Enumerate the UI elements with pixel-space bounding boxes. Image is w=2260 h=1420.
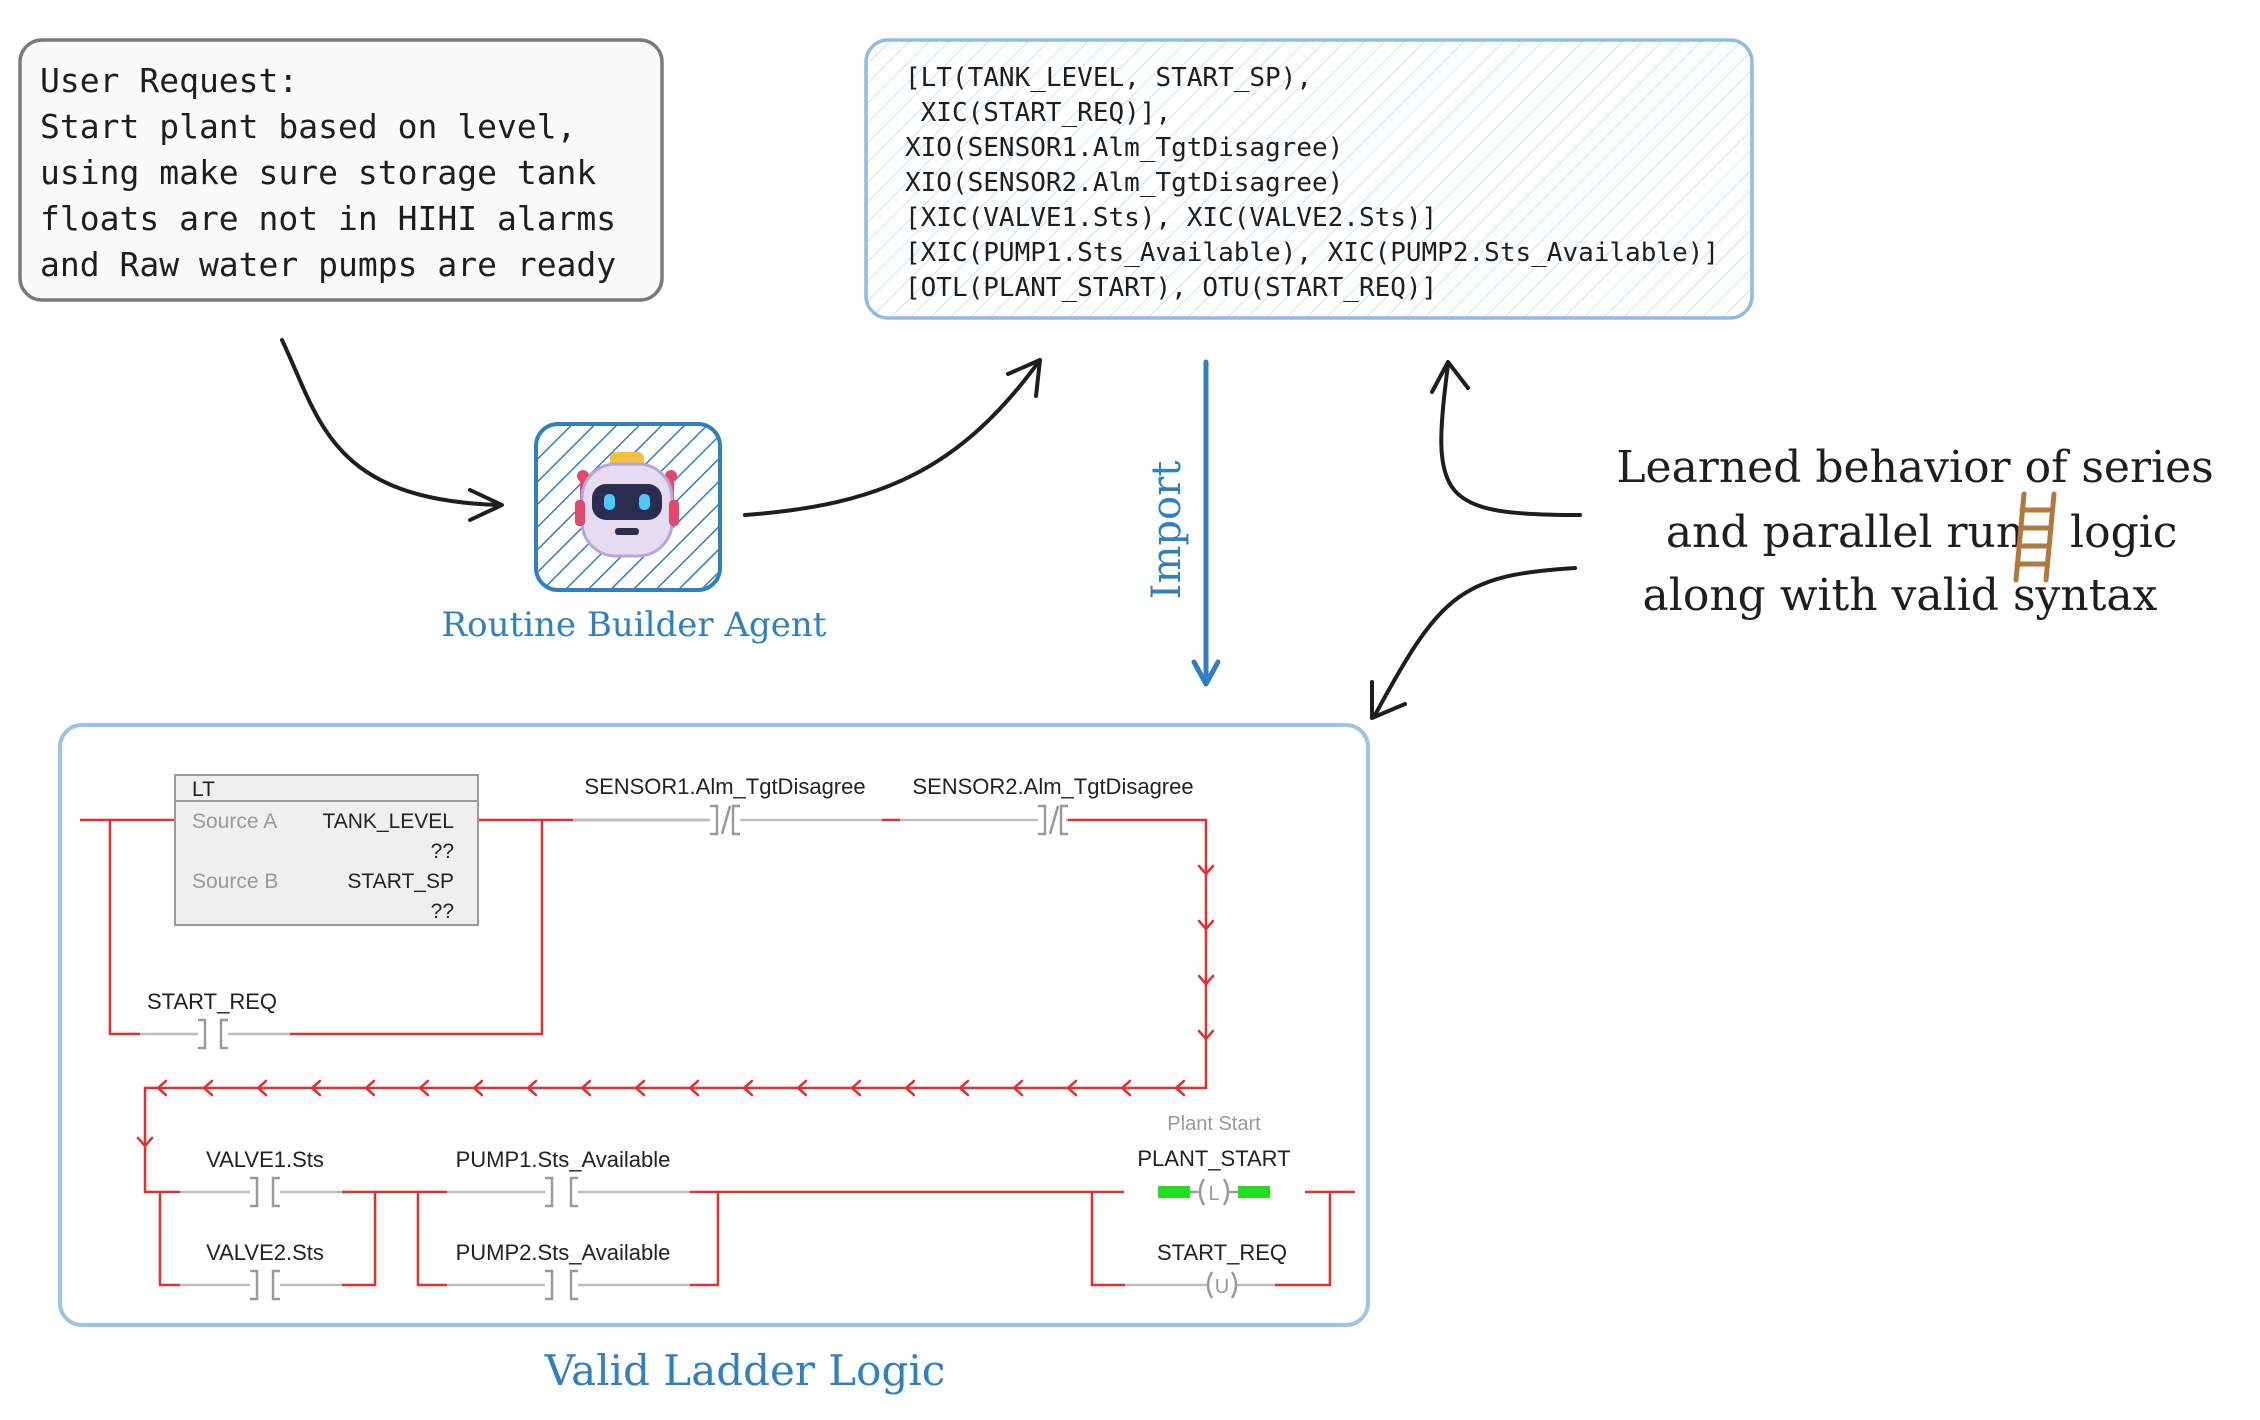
arrow-learned-to-code xyxy=(1439,363,1582,517)
user-request-line: and Raw water pumps are ready xyxy=(40,245,616,284)
lt-title: LT xyxy=(192,778,215,801)
pump2-label: PUMP2.Sts_Available xyxy=(456,1240,671,1265)
code-line: XIO(SENSOR1.Alm_TgtDisagree) xyxy=(905,133,1343,163)
sensor1-label: SENSOR1.Alm_TgtDisagree xyxy=(584,774,865,799)
sensor2-label: SENSOR2.Alm_TgtDisagree xyxy=(912,774,1193,799)
source-a-label: Source A xyxy=(192,810,277,833)
user-request-text: User Request: Start plant based on level… xyxy=(40,61,636,284)
plant-start-label: PLANT_START xyxy=(1137,1146,1290,1171)
contact-glyphs xyxy=(198,804,1068,1301)
code-line: XIO(SENSOR2.Alm_TgtDisagree) xyxy=(905,168,1343,198)
learned-line: logic xyxy=(2070,507,2177,558)
code-line: [OTL(PLANT_START), OTU(START_REQ)] xyxy=(905,273,1437,303)
pump1-label: PUMP1.Sts_Available xyxy=(456,1147,671,1172)
robot-icon xyxy=(575,452,679,558)
user-request-line: using make sure storage tank xyxy=(40,153,596,192)
arrow-head xyxy=(1370,680,1407,720)
user-request-line: floats are not in HIHI alarms xyxy=(40,199,616,238)
gray-wires xyxy=(140,818,1275,1287)
ladder-icon xyxy=(2013,491,2057,583)
code-line: XIC(START_REQ)], xyxy=(905,98,1171,128)
learned-line: Learned behavior of series xyxy=(1616,442,2213,493)
rung-wires xyxy=(80,818,1355,1287)
unlatch-letter: U xyxy=(1215,1276,1229,1298)
code-block-text: [LT(TANK_LEVEL, START_SP), XIC(START_REQ… xyxy=(905,63,1735,303)
arrow-learned-to-ladder xyxy=(1373,566,1577,717)
flow-arrows xyxy=(136,864,1215,1148)
lt-instruction-block: LT Source A TANK_LEVEL ?? Source B START… xyxy=(174,774,479,926)
valve2-label: VALVE2.Sts xyxy=(206,1240,324,1265)
ladder-caption: Valid Ladder Logic xyxy=(544,1346,946,1395)
code-line: [XIC(VALVE1.Sts), XIC(VALVE2.Sts)] xyxy=(905,203,1437,233)
source-b-value: ?? xyxy=(431,900,454,923)
learned-line: along with valid syntax xyxy=(1643,570,2158,621)
arrow-head xyxy=(1006,358,1042,398)
arrow-agent-to-code xyxy=(743,358,1042,517)
arrow-head xyxy=(1430,360,1470,394)
learned-line: and parallel run xyxy=(1666,507,2024,558)
code-block: [LT(TANK_LEVEL, START_SP), XIC(START_REQ… xyxy=(864,38,1754,320)
learned-behavior-note: Learned behavior of series and parallel … xyxy=(1616,442,2213,621)
code-line: [LT(TANK_LEVEL, START_SP), xyxy=(905,63,1312,93)
source-b-label: Source B xyxy=(192,870,278,893)
latch-letter: L xyxy=(1208,1183,1219,1205)
start-req-contact-label: START_REQ xyxy=(147,989,277,1014)
user-request-box: User Request: Start plant based on level… xyxy=(18,38,664,302)
source-a-tag: TANK_LEVEL xyxy=(322,810,454,833)
unlatch-coil: U xyxy=(1206,1271,1238,1299)
valve1-label: VALVE1.Sts xyxy=(206,1147,324,1172)
start-req-coil-label: START_REQ xyxy=(1157,1240,1287,1265)
ladder-panel: LT Source A TANK_LEVEL ?? Source B START… xyxy=(58,723,1370,1327)
user-request-line: Start plant based on level, xyxy=(40,107,576,146)
import-label: Import xyxy=(1144,461,1190,600)
agent-label: Routine Builder Agent xyxy=(442,605,827,645)
import-connector: Import xyxy=(1144,359,1221,687)
arrow-request-to-agent xyxy=(280,338,502,507)
agent-node: Routine Builder Agent xyxy=(442,422,827,645)
source-b-tag: START_SP xyxy=(347,870,454,893)
user-request-line: User Request: xyxy=(40,61,298,100)
code-line: [XIC(PUMP1.Sts_Available), XIC(PUMP2.Sts… xyxy=(905,238,1719,268)
arrow-head xyxy=(468,488,504,522)
plant-start-description: Plant Start xyxy=(1167,1113,1261,1135)
source-a-value: ?? xyxy=(431,840,454,863)
latch-coil: L xyxy=(1158,1178,1270,1206)
